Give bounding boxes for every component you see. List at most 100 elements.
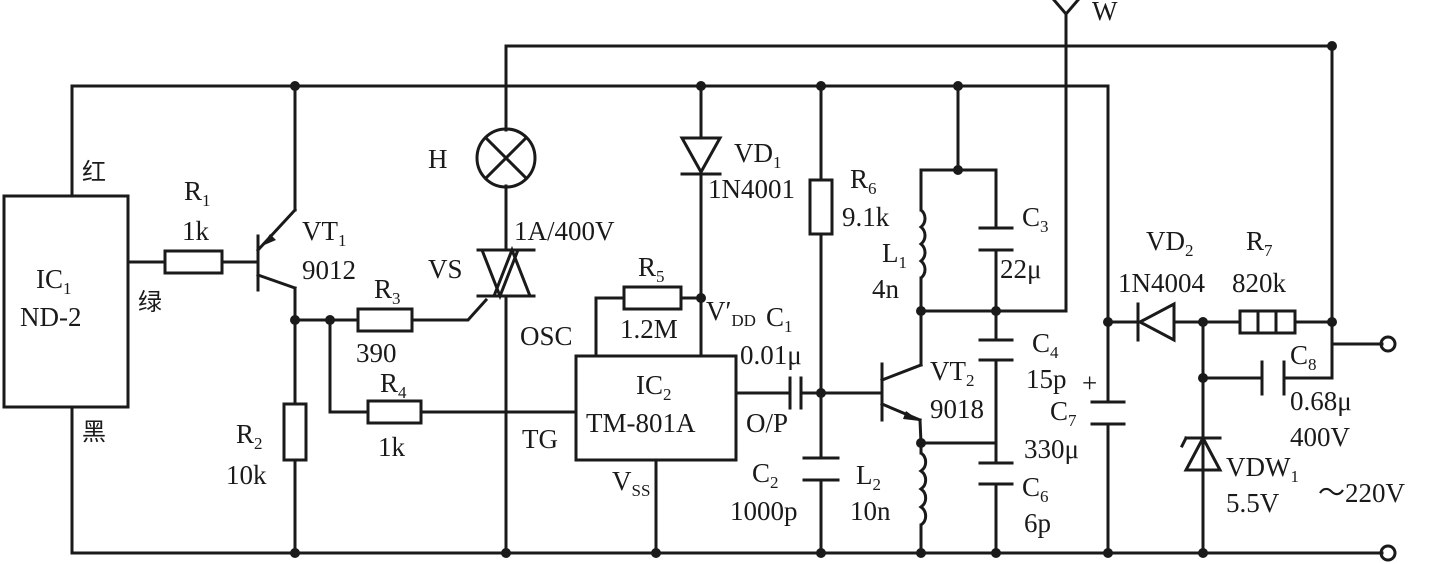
vd1-sub: 1 <box>773 153 782 172</box>
ic2-chip: IC2 TM-801A OSC TG O/P VSS V′DD <box>520 296 788 500</box>
lamp-name: H <box>428 144 448 174</box>
resistor-r6: R6 9.1k <box>808 164 890 236</box>
svg-text:V′DD: V′DD <box>706 296 756 330</box>
inductor-l2: L2 10n <box>850 451 928 527</box>
ic2-tg-pin: TG <box>522 424 558 454</box>
transistor-vt1: VT1 9012 <box>255 207 356 292</box>
resistor-r2: R2 10k <box>226 402 308 490</box>
c4-sub: 4 <box>1050 343 1059 362</box>
l1-value: 4n <box>872 274 900 304</box>
svg-text:L2: L2 <box>856 460 881 494</box>
c8-value: 0.68μ <box>1290 386 1352 416</box>
r3-sub: 3 <box>392 289 401 308</box>
ic2-sub: 2 <box>663 385 672 404</box>
vdw1-sub: 1 <box>1290 467 1299 486</box>
capacitor-c4: C4 15p <box>978 328 1067 394</box>
r7-value: 820k <box>1232 268 1287 298</box>
mains-input: ～220V <box>1318 335 1406 562</box>
r1-value: 1k <box>182 216 210 246</box>
c8-sub: 8 <box>1308 355 1317 374</box>
c6-name: C <box>1022 472 1040 502</box>
c6-value: 6p <box>1024 508 1051 538</box>
c6-sub: 6 <box>1040 487 1049 506</box>
r3-name: R <box>374 274 392 304</box>
svg-text:C1: C1 <box>766 302 793 336</box>
r1-sub: 1 <box>202 191 211 210</box>
antenna-w: W <box>1092 0 1118 26</box>
capacitor-c7: + C7 330μ <box>1024 368 1126 464</box>
svg-text:R5: R5 <box>638 252 665 286</box>
diode-vd1: VD1 1N4001 <box>679 136 795 204</box>
vd1-name: VD <box>734 138 773 168</box>
r4-name: R <box>380 368 398 398</box>
ic2-name: IC <box>636 370 663 400</box>
c1-sub: 1 <box>784 317 793 336</box>
vdw1-value: 5.5V <box>1226 488 1280 518</box>
r6-value: 9.1k <box>842 202 890 232</box>
svg-text:C3: C3 <box>1022 202 1049 236</box>
ic2-op-pin: O/P <box>746 408 788 438</box>
wires <box>70 0 1384 555</box>
vt2-sub: 2 <box>966 371 975 390</box>
r7-sub: 7 <box>1264 241 1273 260</box>
ic2-osc-pin: OSC <box>520 321 573 351</box>
svg-text:VD2: VD2 <box>1146 226 1194 260</box>
l2-value: 10n <box>850 496 891 526</box>
ic1-wire-red-label: 红 <box>82 158 106 186</box>
svg-text:VD1: VD1 <box>734 138 782 172</box>
l1-sub: 1 <box>899 253 908 272</box>
l2-name: L <box>856 460 873 490</box>
inductor-l1: L1 4n <box>872 208 927 304</box>
svg-text:R4: R4 <box>380 368 407 402</box>
svg-text:VSS: VSS <box>612 466 650 500</box>
lamp-h: H <box>428 127 537 189</box>
vt2-model: 9018 <box>930 394 984 424</box>
resistor-r4: R4 1k <box>366 368 423 462</box>
c1-value: 0.01μ <box>740 340 802 370</box>
r6-sub: 6 <box>868 179 877 198</box>
l2-sub: 2 <box>873 475 882 494</box>
vd2-sub: 2 <box>1185 241 1194 260</box>
c4-value: 15p <box>1026 364 1067 394</box>
svg-text:L1: L1 <box>882 238 907 272</box>
mains-label: ～220V <box>1318 478 1406 508</box>
r1-name: R <box>184 176 202 206</box>
r3-value: 390 <box>356 338 397 368</box>
svg-text:IC1: IC1 <box>36 264 72 298</box>
zener-vdw1: VDW1 5.5V <box>1179 434 1299 518</box>
c3-name: C <box>1022 202 1040 232</box>
svg-text:VT2: VT2 <box>930 356 975 390</box>
vs-rating: 1A/400V <box>514 216 615 246</box>
ic2-vss-sub: SS <box>632 481 651 500</box>
svg-text:C6: C6 <box>1022 472 1049 506</box>
resistor-r7: R7 820k <box>1232 226 1297 335</box>
c7-polarity: + <box>1082 368 1097 398</box>
svg-text:IC2: IC2 <box>636 370 672 404</box>
svg-text:VDW1: VDW1 <box>1226 452 1299 486</box>
c1-name: C <box>766 302 784 332</box>
r4-value: 1k <box>378 432 406 462</box>
svg-text:C2: C2 <box>752 458 779 492</box>
capacitor-c1: C1 0.01μ <box>740 302 803 410</box>
svg-text:C8: C8 <box>1290 340 1317 374</box>
c8-name: C <box>1290 340 1308 370</box>
resistor-r3: R3 390 <box>356 274 414 368</box>
c2-value: 1000p <box>730 496 798 526</box>
c3-sub: 3 <box>1040 217 1049 236</box>
ic1-module: IC1 ND-2 红 绿 黑 <box>2 158 162 446</box>
c7-name: C <box>1050 396 1068 426</box>
svg-text:C4: C4 <box>1032 328 1059 362</box>
capacitor-c3: C3 22μ <box>978 202 1049 284</box>
ic1-name: IC <box>36 264 63 294</box>
transistor-vt2: VT2 9018 <box>880 356 984 424</box>
ic1-wire-black-label: 黑 <box>82 418 106 446</box>
ic1-model: ND-2 <box>20 302 82 332</box>
c7-value: 330μ <box>1024 434 1079 464</box>
svg-text:R3: R3 <box>374 274 401 308</box>
c7-sub: 7 <box>1068 411 1077 430</box>
resistor-r5: R5 1.2M <box>620 252 683 344</box>
capacitor-c2: C2 1000p <box>730 456 840 526</box>
c3-value: 22μ <box>1000 254 1041 284</box>
vt1-model: 9012 <box>302 255 356 285</box>
